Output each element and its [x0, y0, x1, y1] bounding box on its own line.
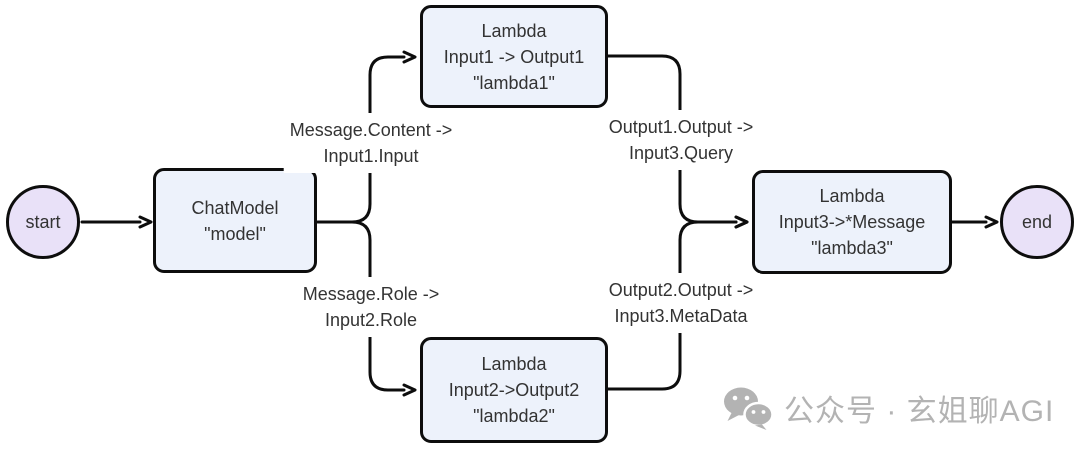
edge-label-lambda1-lambda3: Output1.Output -> Input3.Query	[602, 110, 760, 170]
node-start-label: start	[25, 212, 61, 232]
node-chatmodel: ChatModel "model"	[153, 168, 317, 273]
node-start: start	[6, 185, 80, 259]
edge-label-line: Input1.Input	[323, 146, 419, 166]
edge-label-lambda2-lambda3: Output2.Output -> Input3.MetaData	[602, 273, 760, 333]
edge-label-line: Input3.MetaData	[614, 306, 748, 326]
node-lambda2-line: Input2->Output2	[448, 380, 580, 400]
node-end-label: end	[1021, 212, 1053, 232]
node-lambda3-line: Input3->*Message	[778, 212, 926, 232]
node-chatmodel-line: "model"	[204, 223, 266, 244]
edge-label-model-lambda2: Message.Role -> Input2.Role	[296, 277, 446, 337]
edge-label-line: Input3.Query	[628, 143, 734, 163]
node-lambda1: Lambda Input1 -> Output1 "lambda1"	[420, 5, 608, 108]
node-lambda2-line: Lambda	[481, 354, 547, 374]
node-end: end	[1000, 185, 1074, 259]
edge-label-line: Message.Role ->	[302, 284, 440, 304]
edge-label-line: Output2.Output ->	[608, 280, 754, 300]
edge-label-line: Message.Content ->	[289, 120, 453, 140]
node-lambda3-line: "lambda3"	[811, 238, 893, 258]
edge-label-line: Input2.Role	[324, 310, 418, 330]
node-lambda3: Lambda Input3->*Message "lambda3"	[752, 170, 952, 274]
watermark-text: 公众号 · 玄姐聊AGI	[784, 395, 1055, 428]
node-lambda3-line: Lambda	[819, 186, 885, 206]
node-lambda1-line: Input1 -> Output1	[443, 46, 585, 67]
edge-label-model-lambda1: Message.Content -> Input1.Input	[283, 113, 459, 173]
watermark: 公众号 · 玄姐聊AGI	[722, 386, 1054, 430]
node-lambda2: Lambda Input2->Output2 "lambda2"	[420, 337, 608, 443]
edge-label-line: Output1.Output ->	[608, 117, 754, 137]
node-chatmodel-line: ChatModel	[191, 197, 279, 218]
node-lambda1-line: "lambda1"	[473, 72, 555, 93]
node-lambda2-line: "lambda2"	[473, 406, 555, 426]
node-lambda1-line: Lambda	[481, 20, 547, 41]
wechat-icon	[724, 387, 774, 430]
